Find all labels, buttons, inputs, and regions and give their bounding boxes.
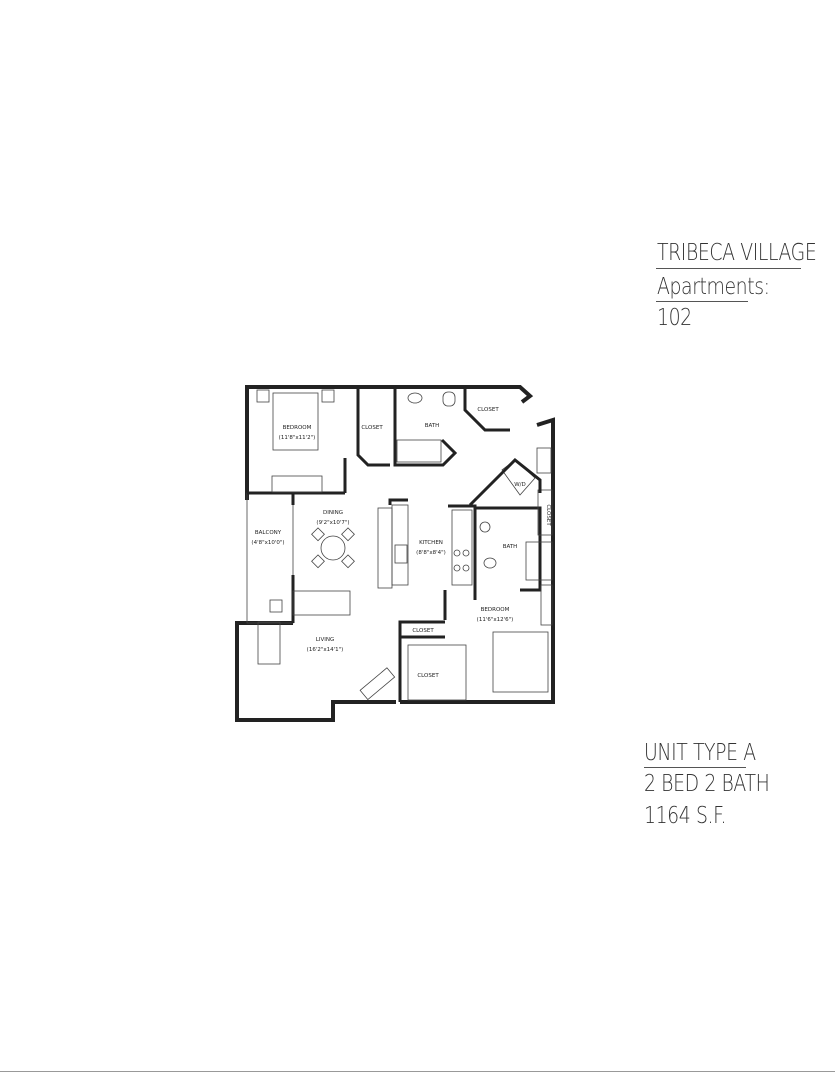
interior-wall	[388, 498, 408, 505]
sofa	[292, 590, 351, 616]
closet-outline	[407, 644, 467, 701]
interior-wall	[468, 457, 542, 507]
side-table	[269, 599, 283, 613]
dresser	[271, 475, 323, 493]
room-label-closet: CLOSET	[412, 628, 434, 634]
room-dims: (11'6"x12'6")	[477, 617, 514, 623]
interior-wall	[398, 620, 445, 702]
sink	[479, 521, 491, 533]
divider	[656, 301, 748, 302]
room-dims: (8'8"x8'4")	[416, 550, 446, 556]
toilet	[483, 557, 497, 569]
room-dims: (4'8"x10'0")	[251, 540, 284, 546]
shelf	[536, 447, 552, 474]
room-label-balcony: BALCONY	[255, 530, 282, 536]
sink	[407, 392, 423, 404]
tv-stand	[359, 667, 396, 701]
closet-outline	[537, 489, 553, 536]
page-edge-line	[0, 1071, 835, 1072]
unit-number: 102	[657, 305, 692, 331]
chair	[341, 527, 355, 542]
interior-wall	[463, 387, 510, 432]
kitchen-counter	[451, 509, 473, 586]
category-label: Apartments:	[657, 274, 770, 300]
chair	[311, 554, 325, 569]
room-label-dining: DINING	[323, 510, 343, 516]
room-label-kitchen: KITCHEN	[419, 540, 443, 546]
stove-burner	[453, 564, 461, 572]
washer-dryer	[501, 459, 536, 496]
loveseat	[257, 621, 281, 665]
room-dims: (11'8"x11'2")	[279, 435, 316, 441]
unit-type: UNIT TYPE A	[644, 740, 756, 766]
room-label-closet: CLOSET	[545, 504, 551, 526]
interior-wall	[356, 387, 390, 467]
exterior-wall	[235, 621, 396, 722]
interior-wall	[475, 506, 542, 592]
room-label-closet: CLOSET	[361, 425, 383, 431]
nightstand	[321, 389, 335, 403]
dining-table	[320, 535, 346, 561]
bed	[492, 631, 549, 693]
room-label-closet: CLOSET	[477, 407, 499, 413]
bathtub	[396, 439, 442, 463]
kitchen-sink	[394, 544, 408, 564]
divider	[656, 268, 801, 269]
kitchen-island	[377, 507, 393, 589]
room-label-bath: BATH	[425, 423, 440, 429]
exterior-wall	[400, 417, 555, 704]
stove-burner	[453, 549, 461, 557]
exterior-wall	[245, 385, 534, 493]
stove-burner	[462, 549, 470, 557]
interior-wall	[393, 387, 458, 467]
room-label-bedroom: BEDROOM	[481, 607, 510, 613]
room-label-bedroom: BEDROOM	[283, 425, 312, 431]
bed	[272, 392, 319, 451]
nightstand	[256, 389, 270, 403]
beds-baths: 2 BED 2 BATH	[644, 771, 770, 797]
property-name: TRIBECA VILLAGE	[657, 240, 817, 266]
shower	[525, 541, 553, 581]
divider	[644, 767, 746, 768]
room-label-wd: W/D	[514, 482, 526, 488]
room-dims: (16'2"x14'1")	[307, 647, 344, 653]
room-label-bath: BATH	[503, 544, 518, 550]
unit-area: 1164 S.F.	[644, 803, 727, 829]
toilet	[442, 391, 456, 407]
chair	[311, 527, 325, 542]
room-dims: (9'2"x10'7")	[316, 520, 349, 526]
dresser	[540, 584, 553, 626]
stove-burner	[462, 564, 470, 572]
interior-wall	[448, 504, 477, 585]
chair	[341, 554, 355, 569]
room-label-living: LIVING	[316, 637, 334, 643]
room-label-closet: CLOSET	[417, 673, 439, 679]
